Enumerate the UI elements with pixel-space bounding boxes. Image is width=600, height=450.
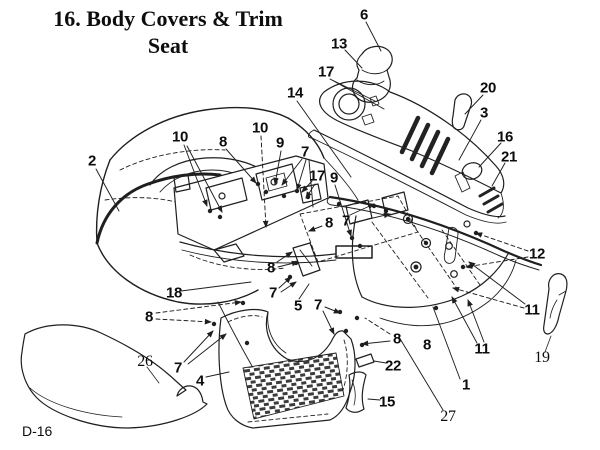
callout-7c: 7 — [268, 284, 278, 302]
callout-6: 6 — [359, 6, 369, 24]
seat-outline — [20, 324, 208, 429]
leader-lines — [95, 21, 552, 411]
floorboard — [218, 308, 356, 429]
callout-17a: 17 — [317, 63, 335, 81]
callout-10b: 10 — [251, 119, 269, 137]
callout-8a: 8 — [218, 133, 228, 151]
callout-26: 26 — [137, 353, 153, 370]
callout-21: 21 — [500, 148, 518, 166]
callout-12: 12 — [528, 245, 546, 263]
callout-1: 1 — [461, 376, 471, 394]
callout-11a: 11 — [524, 301, 540, 319]
callout-8e: 8 — [392, 330, 402, 348]
small-parts — [335, 245, 568, 413]
callout-11b: 11 — [474, 340, 490, 358]
callout-17b: 17 — [308, 167, 326, 185]
callout-19: 19 — [534, 349, 550, 366]
page-number: D-16 — [22, 423, 53, 439]
callout-5: 5 — [293, 297, 303, 315]
part-20-pad — [451, 93, 473, 131]
callout-16: 16 — [496, 128, 514, 146]
callout-20: 20 — [479, 79, 497, 97]
callout-4: 4 — [195, 372, 205, 390]
callout-7d: 7 — [313, 296, 323, 314]
callout-2: 2 — [87, 152, 97, 170]
front-cover — [307, 80, 507, 224]
callout-8c: 8 — [266, 259, 276, 277]
callout-8f: 8 — [422, 336, 432, 354]
callout-14: 14 — [286, 84, 304, 102]
callout-7a: 7 — [300, 143, 310, 161]
callout-13: 13 — [330, 35, 348, 53]
page-title-line1: 16. Body Covers & Trim — [53, 6, 283, 31]
callout-27: 27 — [440, 408, 456, 425]
callout-8d: 8 — [144, 308, 154, 326]
lower-panel — [326, 195, 543, 327]
callout-9a: 9 — [275, 134, 285, 152]
page-title: 16. Body Covers & Trim Seat — [42, 6, 294, 60]
callout-7b: 7 — [341, 212, 351, 230]
callout-22: 22 — [384, 357, 402, 375]
callout-10a: 10 — [171, 128, 189, 146]
callout-15: 15 — [378, 393, 396, 411]
callout-7e: 7 — [173, 359, 183, 377]
fuel-cap — [351, 45, 393, 107]
callout-18: 18 — [165, 284, 183, 302]
page-title-line2: Seat — [147, 32, 189, 58]
callout-8b: 8 — [324, 214, 334, 232]
callout-9b: 9 — [329, 169, 339, 187]
callout-3: 3 — [479, 104, 489, 122]
